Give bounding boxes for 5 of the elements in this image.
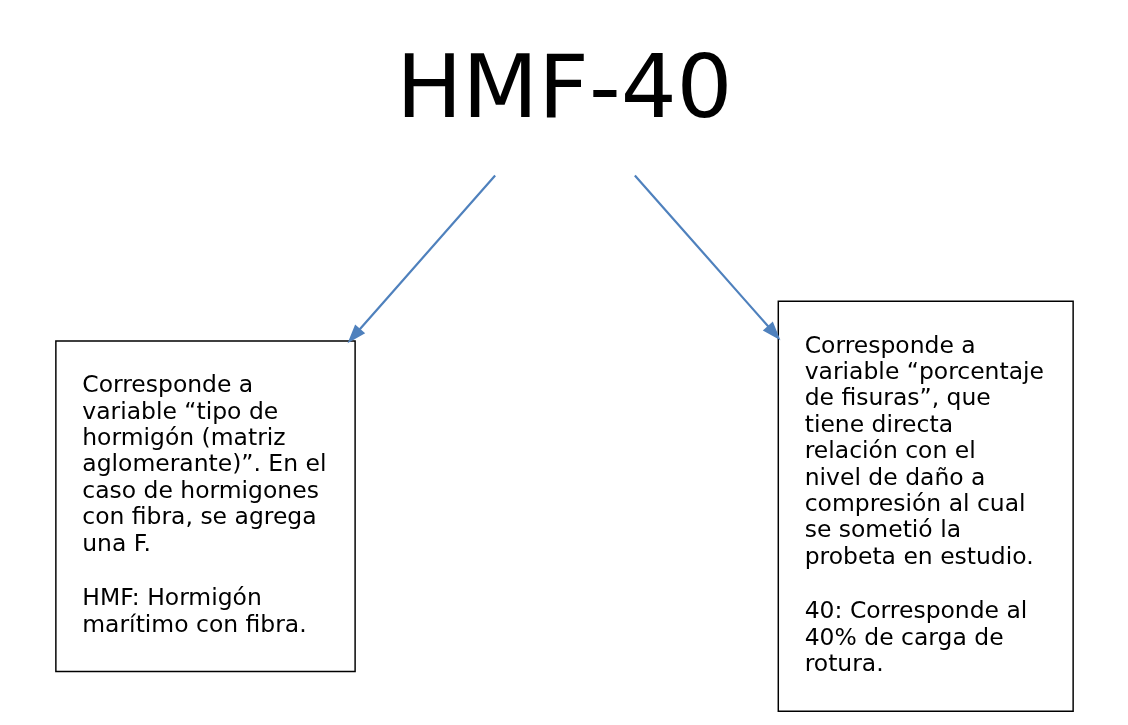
arrow: [633, 174, 780, 341]
node-text: HMF-40: [395, 34, 733, 138]
node-box: Corresponde a variable “porcentaje de fisuras”, que tiene directa relación con el nivel de daño a compresión al cual se sometió la probeta en estudio. 40: Corresponde al 40% de carga de rotura.: [777, 300, 1074, 712]
arrow: [347, 174, 496, 344]
node-box: Corresponde a variable “tipo de hormigón (matriz aglomerante)”. En el caso de hormigones con fibra, se agrega una F. HMF: Hormigón marítimo con fibra.: [54, 340, 356, 673]
